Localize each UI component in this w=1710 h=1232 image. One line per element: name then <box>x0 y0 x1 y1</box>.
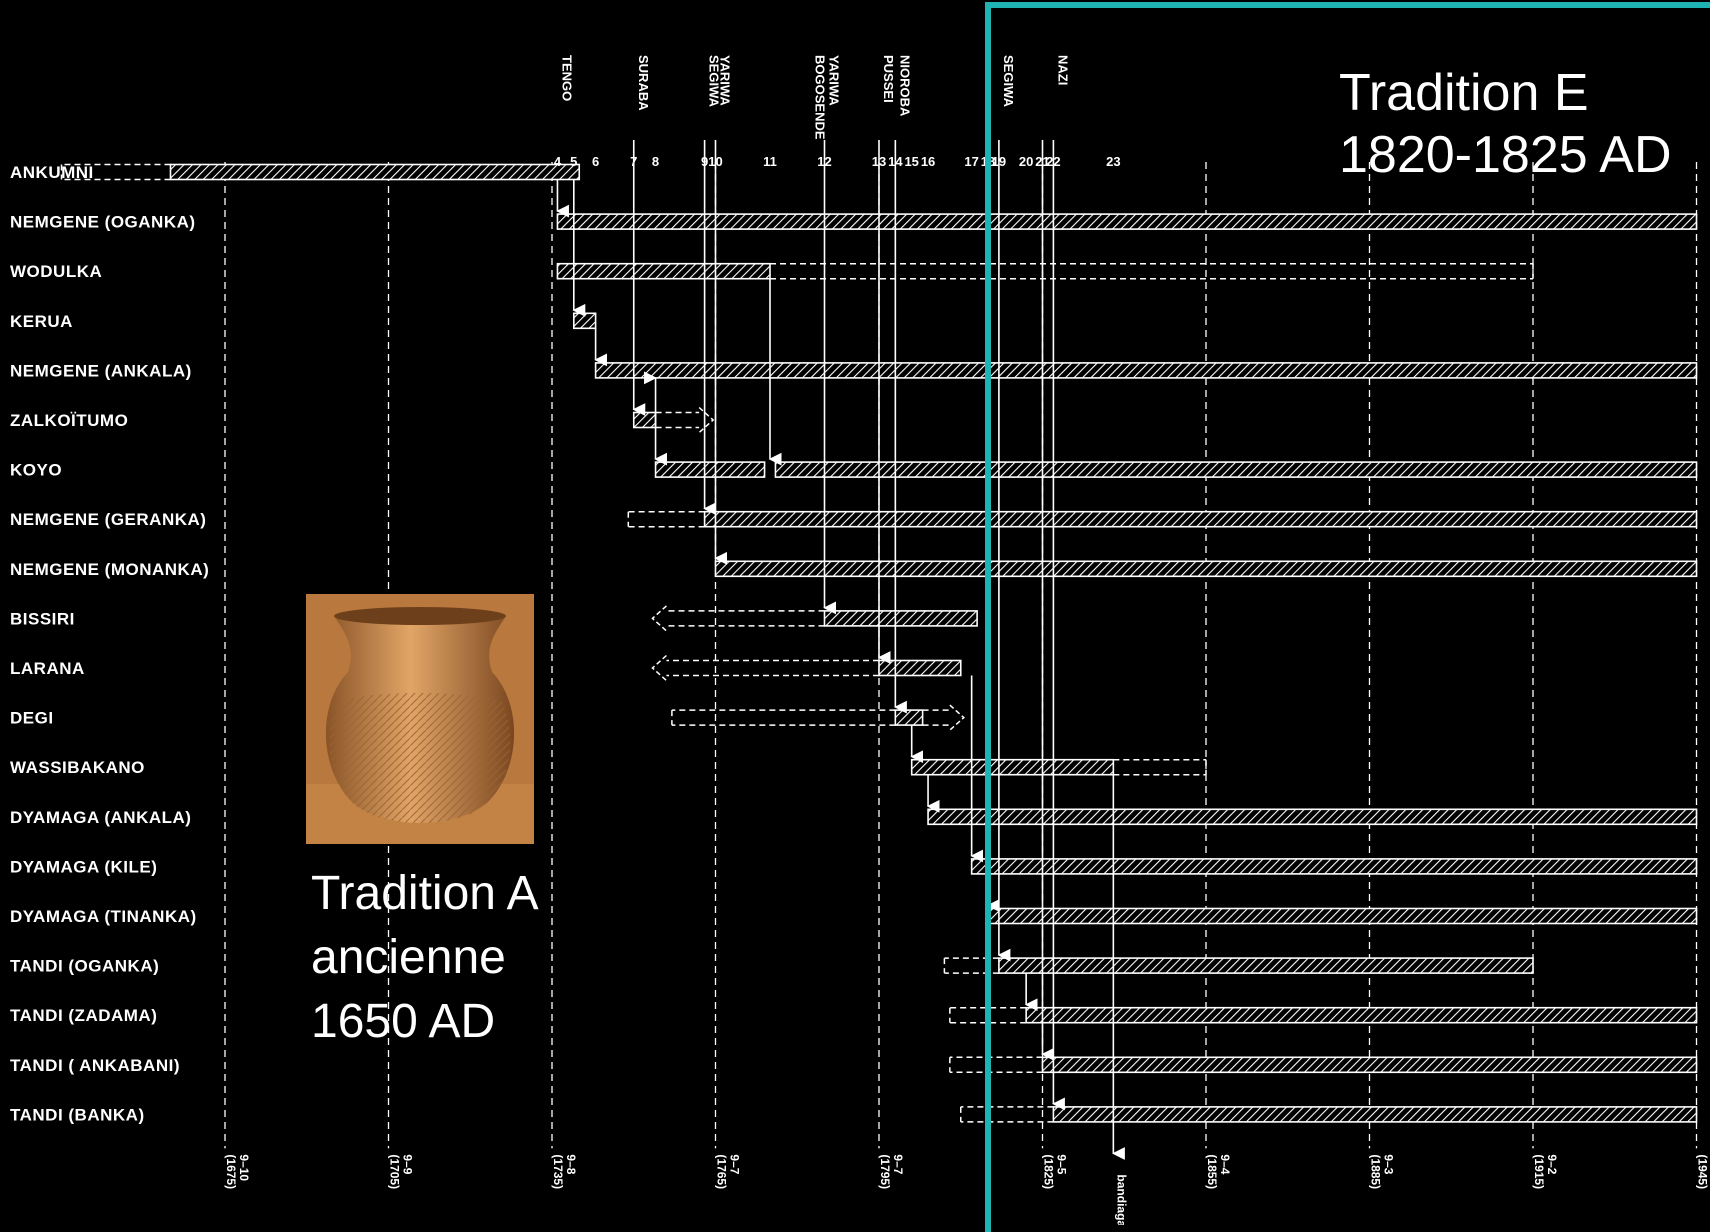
row-labels: ANKUMNI NEMGENE (OGANKA) WODULKA KERUA NEMGE… <box>10 163 209 1124</box>
row-label: DYAMAGA (TINANKA) <box>10 907 197 926</box>
axis-tick-label: 9–7 <box>891 1154 905 1174</box>
row-label: DYAMAGA (KILE) <box>10 857 157 876</box>
tradition-a-line3: 1650 AD <box>311 990 539 1054</box>
row-bar <box>879 661 961 676</box>
axis-year-label: (1735) <box>551 1154 565 1189</box>
row-label: BISSIRI <box>10 609 75 628</box>
row-label: TANDI ( ANKABANI) <box>10 1056 180 1075</box>
row-label: NEMGENE (MONANKA) <box>10 560 209 579</box>
tradition-e-line1: Tradition E <box>1339 62 1672 124</box>
axis-tick-label: 9–8 <box>564 1154 578 1174</box>
row-bar <box>574 313 596 328</box>
row-dashed-extension <box>923 710 950 725</box>
event-name-label: YARIWA <box>718 55 733 106</box>
row-label: TANDI (BANKA) <box>10 1105 145 1124</box>
event-number: 4 <box>554 154 562 169</box>
row-dashed-extension <box>672 710 895 725</box>
right-arrow-icon <box>950 705 964 730</box>
tradition-e-caption: Tradition E 1820-1825 AD <box>1339 62 1672 186</box>
event-name-label: BOGOSENDE <box>813 55 828 140</box>
row-label: ANKUMNI <box>10 163 94 182</box>
tradition-e-line2: 1820-1825 AD <box>1339 124 1672 186</box>
tradition-a-caption: Tradition A ancienne 1650 AD <box>311 862 539 1054</box>
row-bar <box>895 710 922 725</box>
row-bar <box>656 462 765 477</box>
row-label: NEMGENE (ANKALA) <box>10 361 192 380</box>
right-arrow-icon <box>699 408 713 433</box>
row-bar <box>171 165 580 180</box>
row-label: TANDI (OGANKA) <box>10 957 159 976</box>
row-bar <box>634 413 656 428</box>
row-label: NEMGENE (GERANKA) <box>10 510 206 529</box>
axis-year-label: (1675) <box>224 1154 238 1189</box>
event-name-label: NIOROBA <box>897 55 912 117</box>
row-dashed-extension <box>656 413 700 428</box>
tradition-a-line1: Tradition A <box>311 862 539 926</box>
pot-photo <box>306 594 534 844</box>
event-name-label: YARIWA <box>827 55 842 106</box>
row-label: DYAMAGA (ANKALA) <box>10 808 191 827</box>
event-name-label: TENGO <box>559 55 574 101</box>
axis-year-label: (1795) <box>878 1154 892 1189</box>
row-dashed-extension <box>666 661 879 676</box>
left-arrow-icon <box>652 656 666 681</box>
event-number: 15 <box>904 154 918 169</box>
event-number: 17 <box>964 154 978 169</box>
row-bar <box>825 611 978 626</box>
event-number: 16 <box>921 154 935 169</box>
event-number: 5 <box>570 154 577 169</box>
left-arrow-icon <box>652 606 666 631</box>
row-dashed-extension <box>666 611 824 626</box>
row-dashed-extension <box>628 512 704 527</box>
event-number: 11 <box>763 154 777 169</box>
row-label: LARANA <box>10 659 85 678</box>
axis-year-label: (1765) <box>715 1154 729 1189</box>
event-name-label: SURABA <box>636 55 651 111</box>
tradition-e-highlight-frame <box>985 2 1710 1232</box>
row-label: ZALKOÏTUMO <box>10 411 128 430</box>
axis-tick-label: 9–9 <box>401 1154 415 1174</box>
event-number: 6 <box>592 154 599 169</box>
row-label: KOYO <box>10 461 62 480</box>
terracotta-pot-icon <box>306 594 534 844</box>
row-label: NEMGENE (OGANKA) <box>10 213 196 232</box>
axis-tick-label: 9–7 <box>728 1154 742 1174</box>
row-label: DEGI <box>10 709 54 728</box>
axis-tick-label: 9–10 <box>237 1154 251 1181</box>
row-label: WODULKA <box>10 262 102 281</box>
event-name-label: PUSSEI <box>881 55 896 103</box>
event-number: 8 <box>652 154 659 169</box>
row-label: TANDI (ZADAMA) <box>10 1006 157 1025</box>
axis-year-label: (1705) <box>388 1154 402 1189</box>
row-label: WASSIBAKANO <box>10 758 145 777</box>
tradition-a-line2: ancienne <box>311 926 539 990</box>
row-bar <box>557 264 770 279</box>
row-label: KERUA <box>10 312 73 331</box>
